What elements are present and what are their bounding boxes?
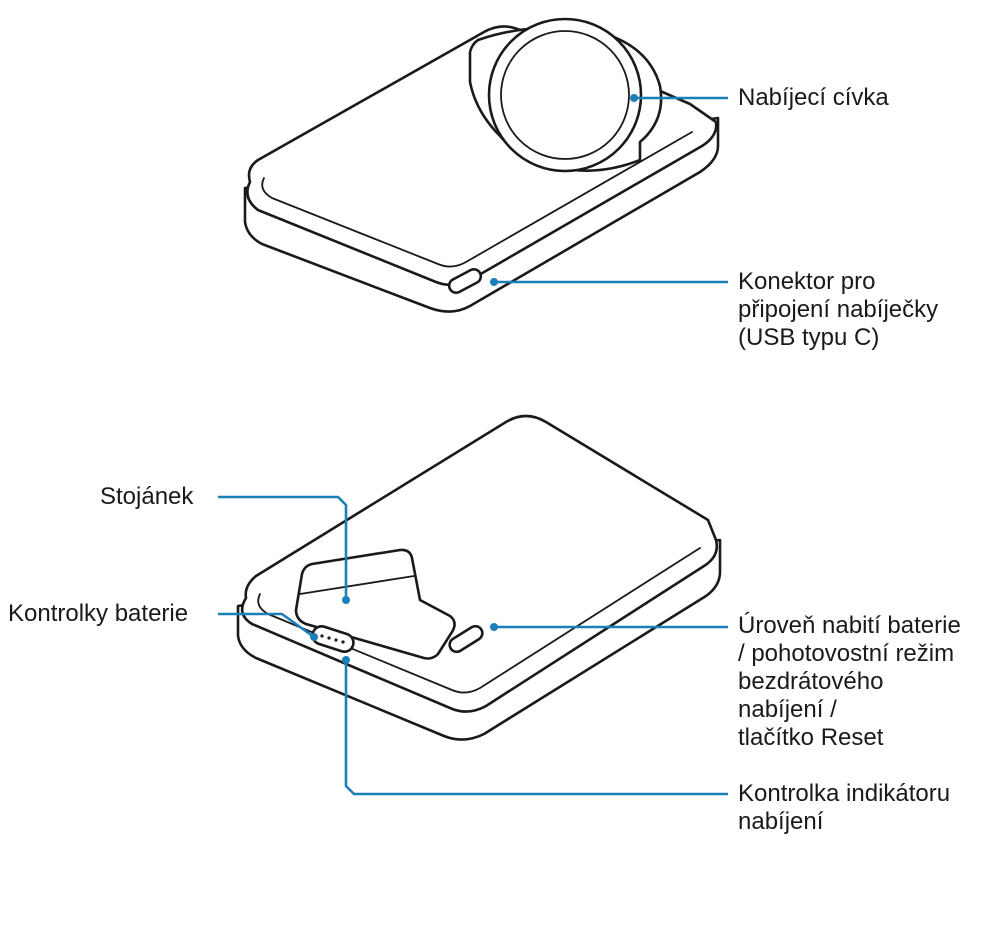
- label-battery-level-button: Úroveň nabití baterie / pohotovostní rež…: [738, 612, 961, 752]
- label-charging-indicator: Kontrolka indikátoru nabíjení: [738, 780, 950, 836]
- device-front-view: [245, 19, 718, 312]
- label-stand: Stojánek: [100, 483, 193, 511]
- leader-charging-indicator-dot: [342, 656, 350, 664]
- leader-connector-dot: [490, 278, 498, 286]
- leader-button-dot: [490, 623, 498, 631]
- leader-battery-lights-dot: [310, 633, 318, 641]
- label-charger-connector: Konektor pro připojení nabíječky (USB ty…: [738, 268, 938, 352]
- leader-coil-dot: [630, 94, 638, 102]
- charging-coil-outer: [489, 19, 641, 171]
- label-battery-lights: Kontrolky baterie: [8, 600, 188, 628]
- leader-stand-dot: [342, 596, 350, 604]
- label-charging-coil: Nabíjecí cívka: [738, 84, 889, 112]
- device-back-view: [238, 416, 720, 740]
